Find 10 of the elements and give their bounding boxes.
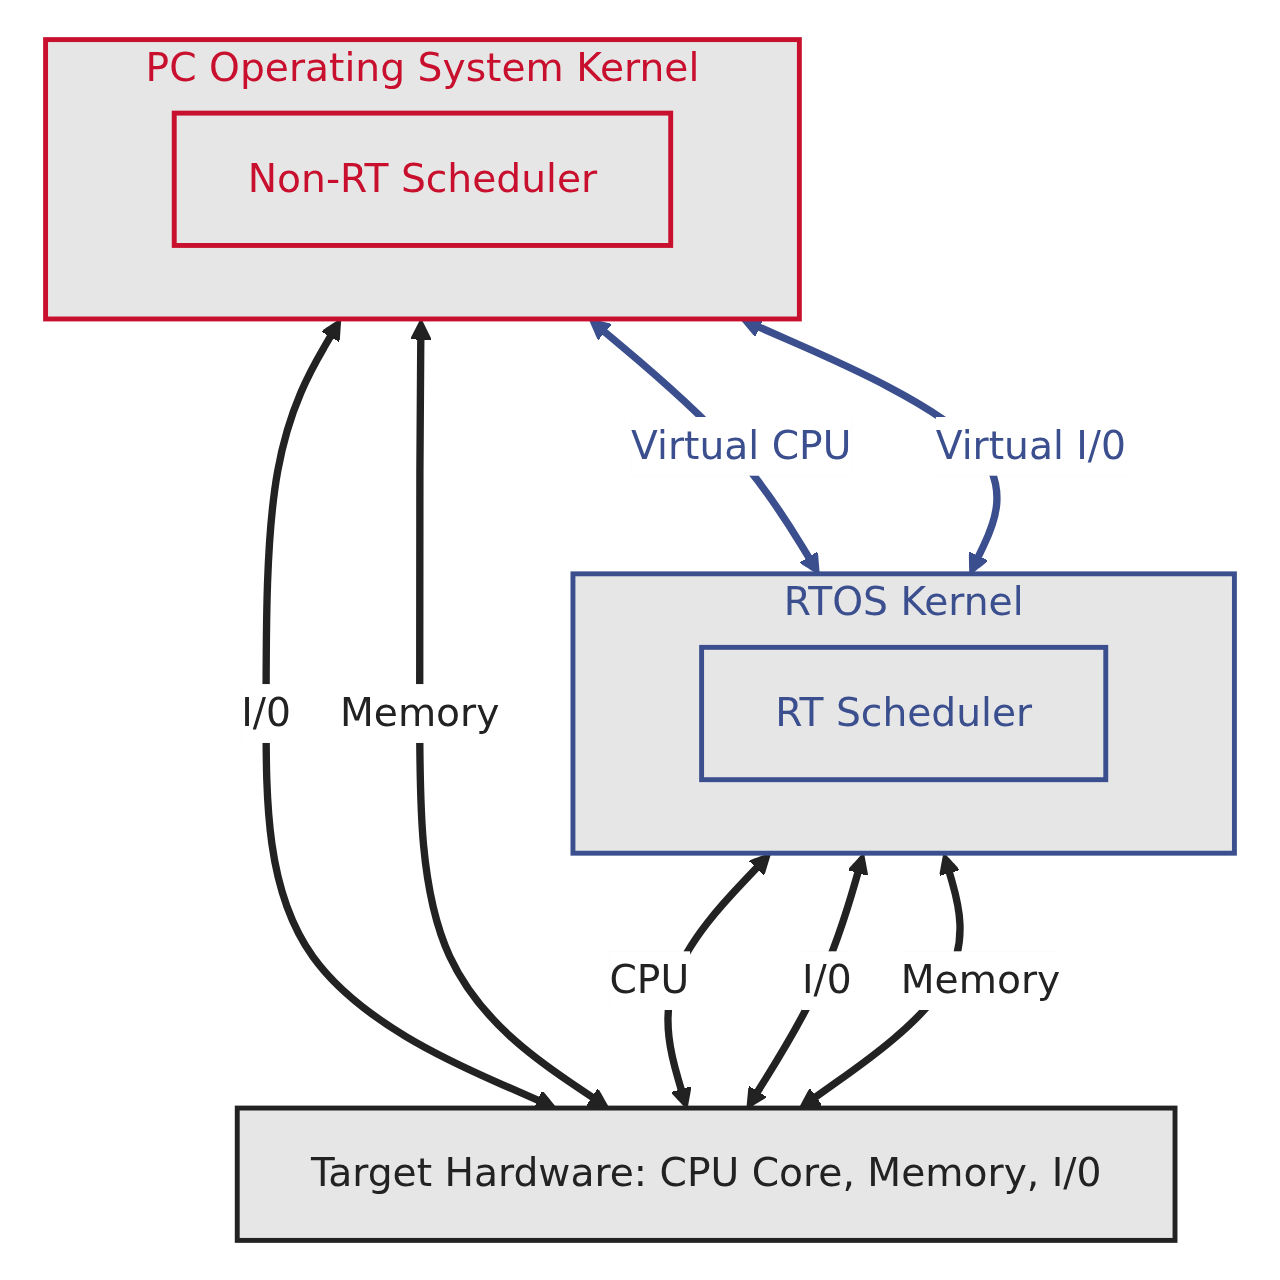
- edge-label: Virtual I/0: [935, 421, 1126, 469]
- edge-label: Memory: [900, 956, 1061, 1003]
- edge-label: I/0: [802, 956, 852, 1003]
- node-box: Target Hardware: CPU Core, Memory, I/0: [234, 1105, 1178, 1243]
- edge-label: Virtual CPU: [631, 421, 852, 469]
- edge-label: Memory: [339, 689, 500, 736]
- node-box: Non-RT Scheduler: [171, 110, 674, 248]
- edge-label: I/0: [241, 689, 291, 736]
- node-box: RT Scheduler: [699, 644, 1109, 783]
- edge-label: CPU: [609, 956, 690, 1003]
